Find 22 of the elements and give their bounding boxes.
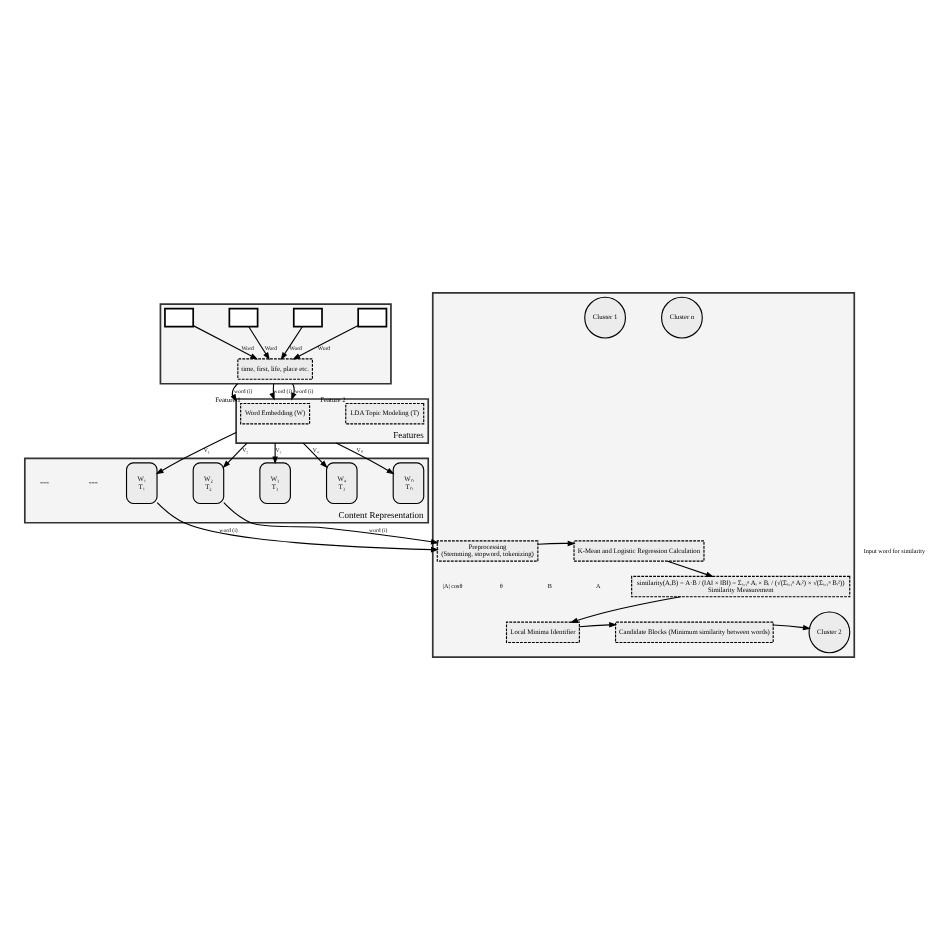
arrow	[154, 430, 236, 474]
arrow	[536, 539, 575, 546]
arrow	[291, 323, 358, 359]
arrow	[577, 621, 617, 627]
arrow	[271, 441, 277, 464]
arrow	[771, 623, 810, 630]
node-box	[356, 306, 387, 327]
arrow	[290, 382, 296, 400]
arrow	[221, 441, 247, 468]
arrow	[155, 501, 438, 552]
arrow	[568, 595, 681, 622]
arrow	[334, 441, 394, 474]
arrow	[191, 324, 258, 359]
node-box	[227, 306, 258, 327]
arrow	[666, 559, 713, 577]
arrow	[247, 325, 269, 360]
arrow	[222, 501, 438, 544]
node-box	[291, 306, 322, 327]
arrow	[279, 325, 302, 360]
node-box	[163, 306, 194, 327]
arrow	[229, 382, 238, 402]
arrow	[301, 441, 327, 468]
